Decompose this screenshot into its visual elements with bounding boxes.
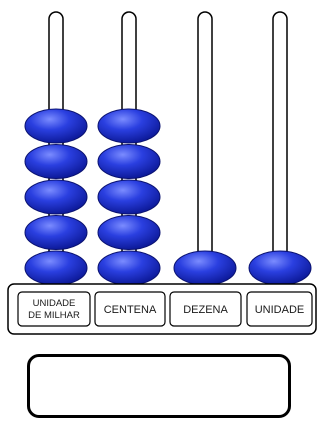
label-units: UNIDADE xyxy=(255,304,305,316)
label-thousands-line-1: UNIDADE xyxy=(33,298,76,309)
bead-thousands-5 xyxy=(25,109,87,143)
label-tens: DEZENA xyxy=(183,304,228,316)
bead-hundreds-5 xyxy=(98,109,160,143)
bead-thousands-4 xyxy=(25,145,87,179)
bead-hundreds-1 xyxy=(98,251,160,285)
bead-hundreds-3 xyxy=(98,180,160,214)
bead-thousands-1 xyxy=(25,251,87,285)
rod-tens xyxy=(198,12,212,282)
bead-hundreds-4 xyxy=(98,145,160,179)
bead-tens-1 xyxy=(174,251,236,285)
bead-units-1 xyxy=(249,251,311,285)
bead-thousands-3 xyxy=(25,180,87,214)
label-thousands-line-2: DE MILHAR xyxy=(28,310,80,321)
answer-box[interactable] xyxy=(27,354,291,418)
bead-hundreds-2 xyxy=(98,216,160,250)
label-hundreds: CENTENA xyxy=(104,304,157,316)
bead-thousands-2 xyxy=(25,216,87,250)
rod-units xyxy=(273,12,287,282)
